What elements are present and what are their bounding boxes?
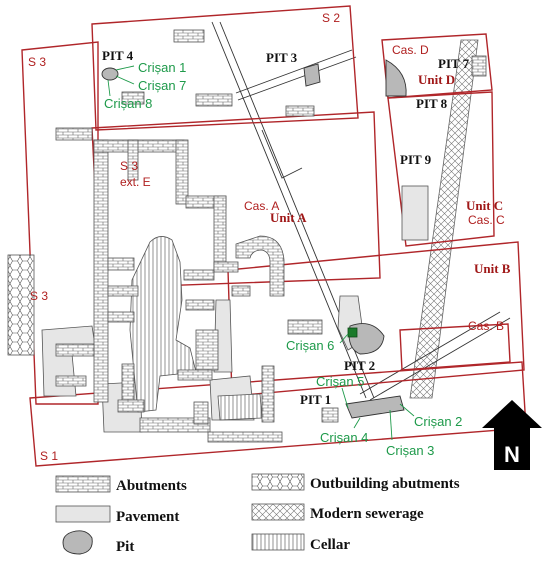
legend-swatch-cellar — [251, 533, 305, 551]
label-pit-3: PIT 3 — [266, 50, 298, 65]
abutment-walls — [55, 29, 487, 443]
cellar-area — [129, 236, 263, 421]
label-crisan-3: Crișan 3 — [386, 443, 434, 458]
legend-item-sewerage: Modern sewerage — [251, 503, 424, 522]
label-unit-a: Unit A — [270, 210, 307, 225]
north-arrow: N — [482, 400, 542, 470]
label-s3-ext-line1: S 3 — [120, 159, 138, 173]
legend: Abutments Pavement Pit Outbuilding abutm… — [55, 473, 460, 555]
legend-label-outbuilding: Outbuilding abutments — [310, 476, 460, 492]
label-unit-c: Unit C — [466, 198, 503, 213]
legend-label-pit: Pit — [116, 539, 134, 555]
label-s3-ext-line2: ext. E — [120, 175, 151, 189]
label-pit-2: PIT 2 — [344, 358, 375, 373]
legend-label-cellar: Cellar — [310, 537, 350, 553]
sewerage-channel — [409, 39, 479, 399]
leader-lines — [107, 65, 415, 441]
legend-label-abutments: Abutments — [116, 478, 187, 494]
label-pit-1: PIT 1 — [300, 392, 331, 407]
legend-swatch-pavement — [55, 505, 111, 523]
label-pit-7: PIT 7 — [438, 56, 470, 71]
legend-swatch-sewerage — [251, 503, 305, 521]
legend-swatch-outbuilding — [251, 473, 305, 491]
north-arrow-label: N — [504, 442, 520, 467]
trench-cas-b-link — [399, 323, 511, 371]
label-cas-c: Cas. C — [468, 213, 505, 227]
label-crisan-1: Crișan 1 — [138, 60, 186, 75]
trench-s2 — [91, 5, 359, 131]
legend-swatch-abutments — [55, 475, 111, 493]
legend-item-abutments: Abutments — [55, 475, 187, 494]
label-crisan-6: Crișan 6 — [286, 338, 334, 353]
pit-crisan-shape — [345, 395, 405, 419]
trench-unit-c — [387, 91, 495, 247]
label-unit-d: Unit D — [418, 72, 455, 87]
label-cas-d: Cas. D — [392, 43, 429, 57]
legend-item-pit: Pit — [62, 530, 134, 555]
label-pit-4: PIT 4 — [102, 48, 134, 63]
pit-4-shape — [101, 67, 119, 81]
north-arrow-icon — [482, 400, 542, 470]
label-cas-b: Cas. B — [468, 319, 504, 333]
label-s3-side: S 3 — [30, 289, 48, 303]
legend-label-sewerage: Modern sewerage — [310, 506, 424, 522]
pit-3-shape — [303, 63, 321, 87]
label-crisan-7: Crișan 7 — [138, 78, 186, 93]
outbuilding-abutment — [7, 254, 35, 356]
legend-item-outbuilding: Outbuilding abutments — [251, 473, 460, 492]
label-cas-a: Cas. A — [244, 199, 279, 213]
legend-label-pavement: Pavement — [116, 509, 179, 525]
highlight-square-crisan-6 — [347, 327, 358, 338]
label-crisan-4: Crișan 4 — [320, 430, 368, 445]
pits — [101, 59, 407, 419]
label-s3: S 3 — [28, 55, 46, 69]
label-pit-9: PIT 9 — [400, 152, 432, 167]
legend-item-pavement: Pavement — [55, 505, 179, 525]
label-s1: S 1 — [40, 449, 58, 463]
label-crisan-8: Crișan 8 — [104, 96, 152, 111]
label-s2: S 2 — [322, 11, 340, 25]
label-unit-b: Unit B — [474, 261, 511, 276]
label-crisan-2: Crișan 2 — [414, 414, 462, 429]
pit-unit-d-shape — [385, 59, 407, 97]
label-pit-8: PIT 8 — [416, 96, 448, 111]
label-crisan-5: Crișan 5 — [316, 374, 364, 389]
legend-swatch-pit — [62, 530, 93, 555]
pit-2-shape — [348, 323, 385, 355]
legend-item-cellar: Cellar — [251, 533, 350, 553]
